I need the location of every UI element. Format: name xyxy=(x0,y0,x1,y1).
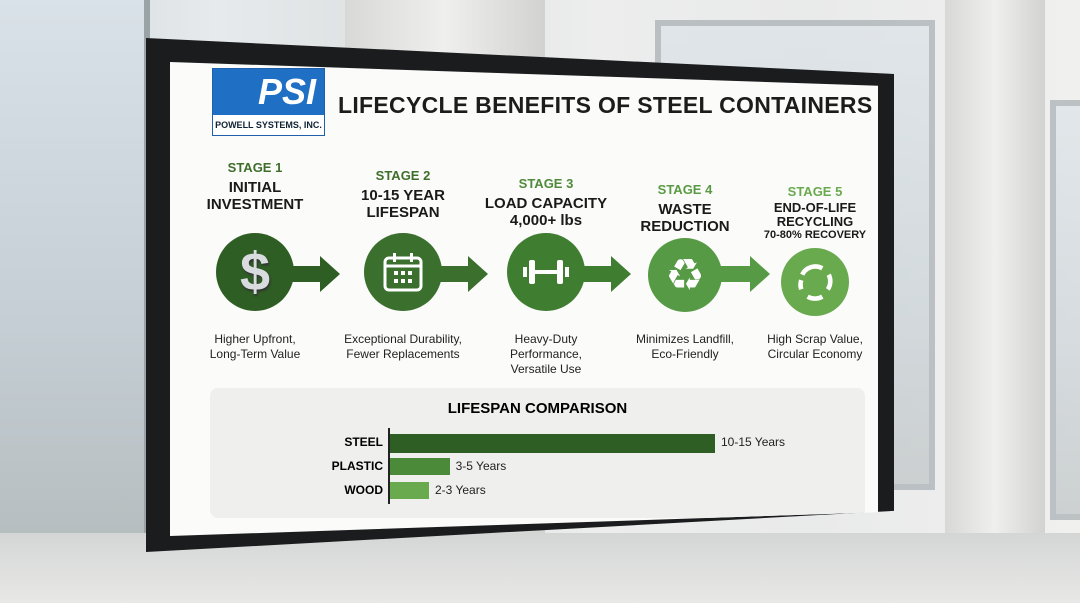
category-label: STEEL xyxy=(344,435,383,449)
pillar xyxy=(945,0,1045,540)
value-label: 10-15 Years xyxy=(721,435,786,449)
stage-description: Exceptional Durability,Fewer Replacement… xyxy=(344,332,462,361)
dumbbell-icon xyxy=(507,233,585,311)
arrow-icon xyxy=(428,256,488,292)
value-label: 2-3 Years xyxy=(435,483,486,497)
window xyxy=(1050,100,1080,520)
stage-description: High Scrap Value,Circular Economy xyxy=(767,332,863,361)
bar-steel xyxy=(390,434,715,453)
category-label: WOOD xyxy=(344,483,383,497)
calendar-icon xyxy=(364,233,442,311)
category-label: PLASTIC xyxy=(331,459,383,473)
stage-label: STAGE 3 xyxy=(518,176,574,191)
psi-logo: PSI POWELL SYSTEMS, INC. xyxy=(212,68,325,136)
stage-label: STAGE 4 xyxy=(657,182,713,197)
arrow-icon xyxy=(710,256,770,292)
stage-label: STAGE 1 xyxy=(227,160,283,175)
value-label: 3-5 Years xyxy=(455,459,507,473)
chart-axis xyxy=(388,428,390,504)
window xyxy=(0,0,150,550)
bar-plastic xyxy=(390,458,450,475)
stage-label: STAGE 2 xyxy=(375,168,431,183)
circular-arrows-icon xyxy=(781,248,849,316)
bar-wood xyxy=(390,482,429,499)
recycle-icon: ♻ xyxy=(648,238,722,312)
arrow-icon xyxy=(571,256,631,292)
stage-description: Higher Upfront,Long-Term Value xyxy=(209,332,301,361)
stage-label: STAGE 5 xyxy=(787,184,843,199)
chart-title: LIFESPAN COMPARISON xyxy=(447,400,628,417)
arrow-icon xyxy=(280,256,340,292)
display-screen: PSI POWELL SYSTEMS, INC. LIFECYCLE BENEF… xyxy=(170,62,878,536)
dollar-sign-icon: $ xyxy=(216,233,294,311)
page-title: LIFECYCLE BENEFITS OF STEEL CONTAINERS xyxy=(338,92,873,118)
stage-description: Minimizes Landfill,Eco-Friendly xyxy=(635,332,735,361)
